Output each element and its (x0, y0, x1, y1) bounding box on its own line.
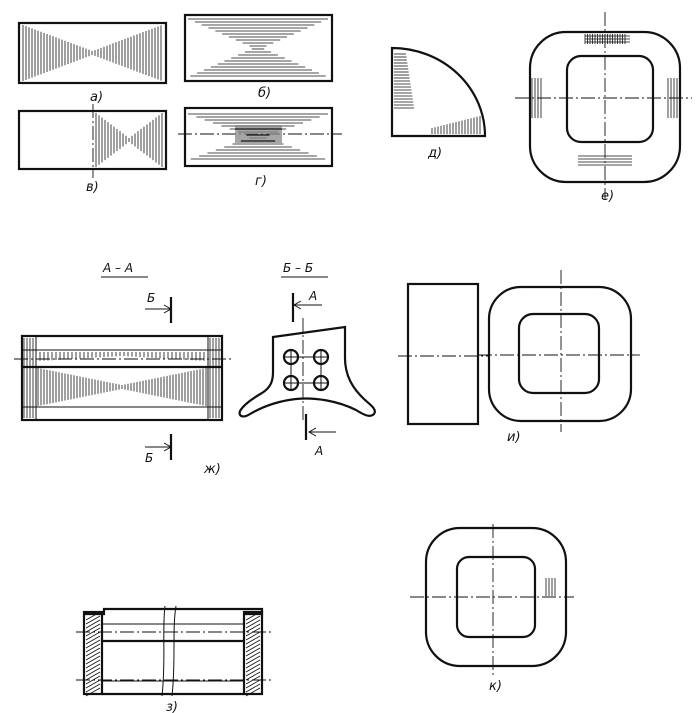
label-b: б) (258, 86, 271, 101)
fig-d-hatch (394, 53, 481, 134)
fig-v-hatch (95, 113, 163, 167)
label-d: д) (427, 146, 442, 161)
fig-e: е) (515, 12, 692, 204)
fig-i: и) (398, 270, 640, 445)
label-z: з) (166, 700, 178, 713)
label-a: а) (90, 90, 103, 105)
section-b-mark-top: Б (147, 291, 155, 305)
label-zh: ж) (203, 462, 221, 477)
label-e: е) (601, 189, 614, 204)
label-i: и) (507, 430, 521, 445)
label-g: г) (255, 174, 267, 189)
section-bb-title: Б – Б (283, 261, 313, 275)
section-a-mark-top: А (308, 289, 317, 303)
fig-zh-section-aa: А – А Б Б (14, 261, 232, 465)
fig-g-hatch (188, 113, 328, 160)
fig-b: б) (183, 13, 334, 101)
section-a-mark-bottom: А (314, 444, 323, 458)
label-v: в) (86, 180, 99, 195)
fig-a-hatch (22, 25, 162, 81)
fig-d: д) (390, 46, 487, 161)
fig-k: к) (410, 524, 574, 694)
section-b-mark-bottom: Б (145, 451, 153, 465)
fig-k-hatch (545, 578, 556, 596)
fig-z: з) (76, 605, 272, 713)
fig-z-hatch (85, 611, 261, 697)
section-aa-title: А – А (102, 261, 133, 275)
fig-a: а) (17, 21, 168, 105)
fig-g: г) (178, 106, 342, 189)
fig-e-hatch (531, 34, 678, 166)
fig-zh-hatch (23, 338, 220, 418)
label-k: к) (489, 679, 502, 694)
fig-zh-section-bb: Б – Б А А ж) (203, 261, 376, 477)
fig-v: в) (17, 104, 168, 195)
fig-b-hatch (188, 18, 328, 77)
